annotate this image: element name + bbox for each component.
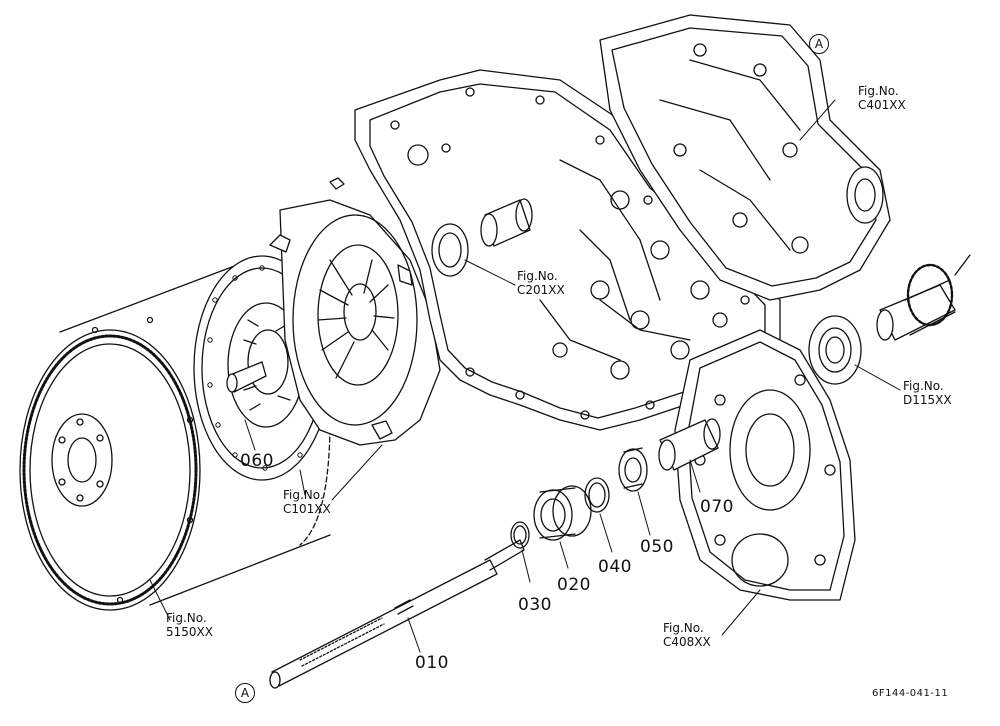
collar-050 bbox=[618, 447, 648, 492]
part-label-070: 070 bbox=[700, 497, 734, 517]
part-label-020: 020 bbox=[557, 575, 591, 595]
part-label-010: 010 bbox=[415, 653, 449, 673]
figref-5150-line1: Fig.No. bbox=[166, 611, 207, 625]
part-label-040: 040 bbox=[598, 557, 632, 577]
figref-c101: Fig.No. C101XX bbox=[283, 488, 331, 517]
figref-c401-line1: Fig.No. bbox=[858, 84, 899, 98]
figref-d115: Fig.No. D115XX bbox=[903, 379, 952, 408]
snap-ring-040 bbox=[584, 477, 610, 513]
figref-c408-line1: Fig.No. bbox=[663, 621, 704, 635]
transmission-case bbox=[599, 14, 891, 301]
figref-c401: Fig.No. C401XX bbox=[858, 84, 906, 113]
figref-c201-line2: C201XX bbox=[517, 282, 565, 297]
snap-ring-030 bbox=[510, 521, 530, 549]
figref-5150-line2: 5150XX bbox=[166, 624, 213, 639]
part-label-030: 030 bbox=[518, 595, 552, 615]
flywheel bbox=[19, 261, 331, 611]
figref-5150: Fig.No. 5150XX bbox=[166, 611, 213, 640]
figref-c101-line2: C101XX bbox=[283, 501, 331, 516]
figref-c401-line2: C401XX bbox=[858, 97, 906, 112]
sleeve-070 bbox=[658, 418, 721, 471]
figref-c201: Fig.No. C201XX bbox=[517, 269, 565, 298]
leader-lines bbox=[149, 99, 901, 653]
figref-d115-line2: D115XX bbox=[903, 392, 952, 407]
figref-c201-line1: Fig.No. bbox=[517, 269, 558, 283]
figref-d115-line1: Fig.No. bbox=[903, 379, 944, 393]
gear-and-bearing bbox=[808, 254, 971, 385]
drawing-code: 6F144-041-11 bbox=[872, 688, 949, 699]
main-shaft bbox=[269, 539, 525, 689]
figref-c408-line2: C408XX bbox=[663, 634, 711, 649]
bearing-020 bbox=[533, 485, 592, 541]
part-label-050: 050 bbox=[640, 537, 674, 557]
reference-a-bottom: A bbox=[235, 683, 255, 703]
part-label-060: 060 bbox=[240, 451, 274, 471]
rear-cover bbox=[674, 329, 856, 601]
clutch-housing bbox=[354, 69, 781, 431]
reference-a-top: A bbox=[809, 34, 829, 54]
figref-c408: Fig.No. C408XX bbox=[663, 621, 711, 650]
figref-c101-line1: Fig.No. bbox=[283, 488, 324, 502]
